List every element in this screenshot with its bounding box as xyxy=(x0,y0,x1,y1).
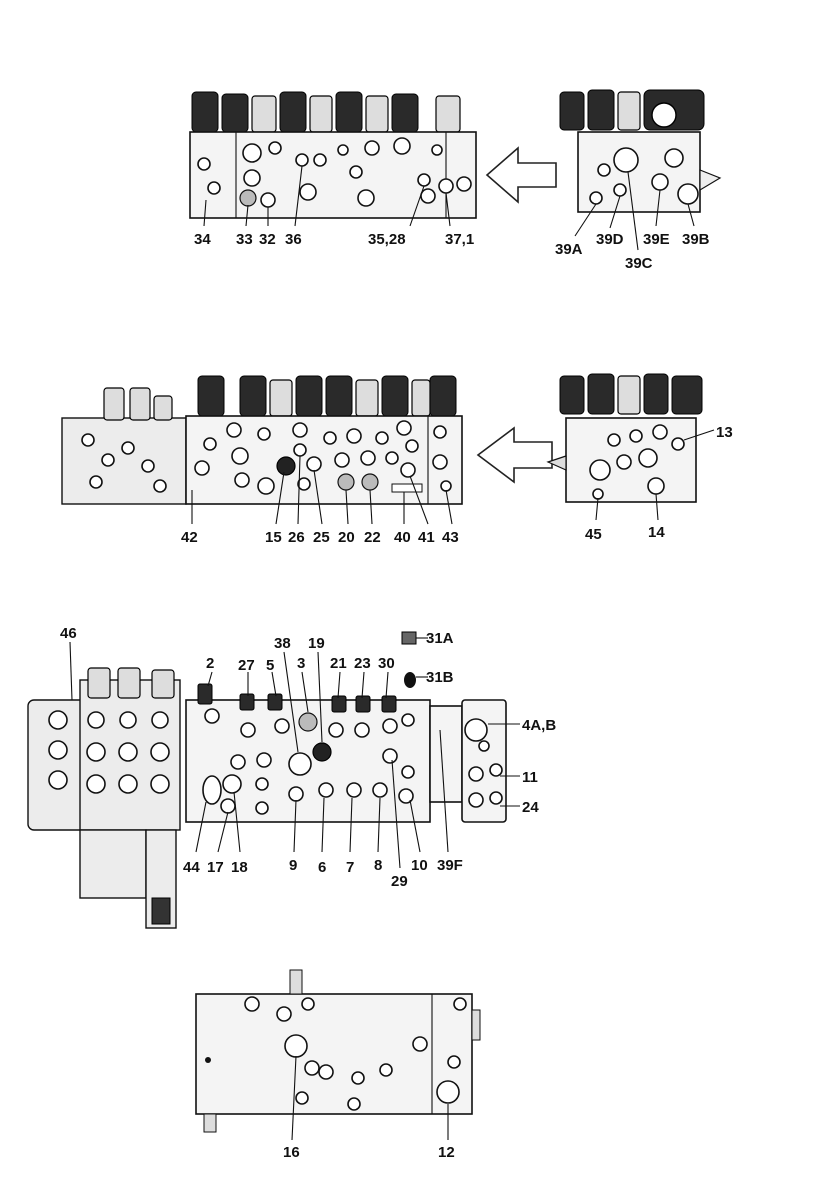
label-32: 32 xyxy=(259,231,276,248)
label-13: 13 xyxy=(716,424,733,441)
label-11: 11 xyxy=(522,769,538,786)
view-4-block xyxy=(195,969,481,1133)
view-3-leaders xyxy=(69,637,520,869)
label-9: 9 xyxy=(289,857,297,874)
label-44: 44 xyxy=(183,859,200,876)
view-direction-arrow-2 xyxy=(476,426,553,484)
label-27: 27 xyxy=(238,657,255,674)
label-42: 42 xyxy=(181,529,198,546)
label-45: 45 xyxy=(585,526,602,543)
label-17: 17 xyxy=(207,859,224,876)
label-31A: 31A xyxy=(426,630,454,647)
label-35-28: 35,28 xyxy=(368,231,406,248)
view-1-side-block xyxy=(559,89,722,213)
label-39D: 39D xyxy=(596,231,624,248)
label-7: 7 xyxy=(346,859,354,876)
label-19: 19 xyxy=(308,635,325,652)
label-14: 14 xyxy=(648,524,665,541)
label-39E: 39E xyxy=(643,231,670,248)
view-3-main-block xyxy=(185,631,507,823)
view-1-leaders xyxy=(203,165,695,251)
view-4-leaders xyxy=(291,1055,449,1141)
label-33: 33 xyxy=(236,231,253,248)
label-41: 41 xyxy=(418,529,435,546)
label-30: 30 xyxy=(378,655,395,672)
label-4A-B: 4A,B xyxy=(522,717,556,734)
labels-view-3: 46 2 27 5 38 3 19 21 23 30 31A 31B 4A,B … xyxy=(60,625,556,890)
label-5: 5 xyxy=(266,657,274,674)
view-2-pump-module xyxy=(61,387,187,505)
label-39A: 39A xyxy=(555,241,583,258)
view-2-side-block xyxy=(546,373,703,503)
label-15: 15 xyxy=(265,529,282,546)
label-20: 20 xyxy=(338,529,355,546)
label-37-1: 37,1 xyxy=(445,231,474,248)
labels-view-1: 34 33 32 36 35,28 37,1 39A 39D 39C 39E 3… xyxy=(194,231,710,272)
label-39B: 39B xyxy=(682,231,710,248)
label-26: 26 xyxy=(288,529,305,546)
label-36: 36 xyxy=(285,231,302,248)
label-6: 6 xyxy=(318,859,326,876)
label-10: 10 xyxy=(411,857,428,874)
label-8: 8 xyxy=(374,857,382,874)
label-21: 21 xyxy=(330,655,347,672)
label-22: 22 xyxy=(364,529,381,546)
labels-view-4: 16 12 xyxy=(283,1144,455,1161)
labels-view-2: 42 15 26 25 20 22 40 41 43 13 45 14 xyxy=(181,424,733,546)
label-39C: 39C xyxy=(625,255,653,272)
label-18: 18 xyxy=(231,859,248,876)
label-29: 29 xyxy=(391,873,408,890)
label-43: 43 xyxy=(442,529,459,546)
label-39F: 39F xyxy=(437,857,463,874)
label-2: 2 xyxy=(206,655,214,672)
label-24: 24 xyxy=(522,799,539,816)
view-1-main-block xyxy=(189,91,477,219)
label-31B: 31B xyxy=(426,669,454,686)
label-12: 12 xyxy=(438,1144,455,1161)
view-3-pump-module xyxy=(27,667,181,929)
view-2-main-block xyxy=(185,375,463,505)
label-3: 3 xyxy=(297,655,305,672)
label-25: 25 xyxy=(313,529,330,546)
view-2-leaders xyxy=(191,429,715,525)
view-direction-arrow-1 xyxy=(485,146,557,204)
label-16: 16 xyxy=(283,1144,300,1161)
label-23: 23 xyxy=(354,655,371,672)
label-38: 38 xyxy=(274,635,291,652)
label-40: 40 xyxy=(394,529,411,546)
label-34: 34 xyxy=(194,231,211,248)
label-46: 46 xyxy=(60,625,77,642)
